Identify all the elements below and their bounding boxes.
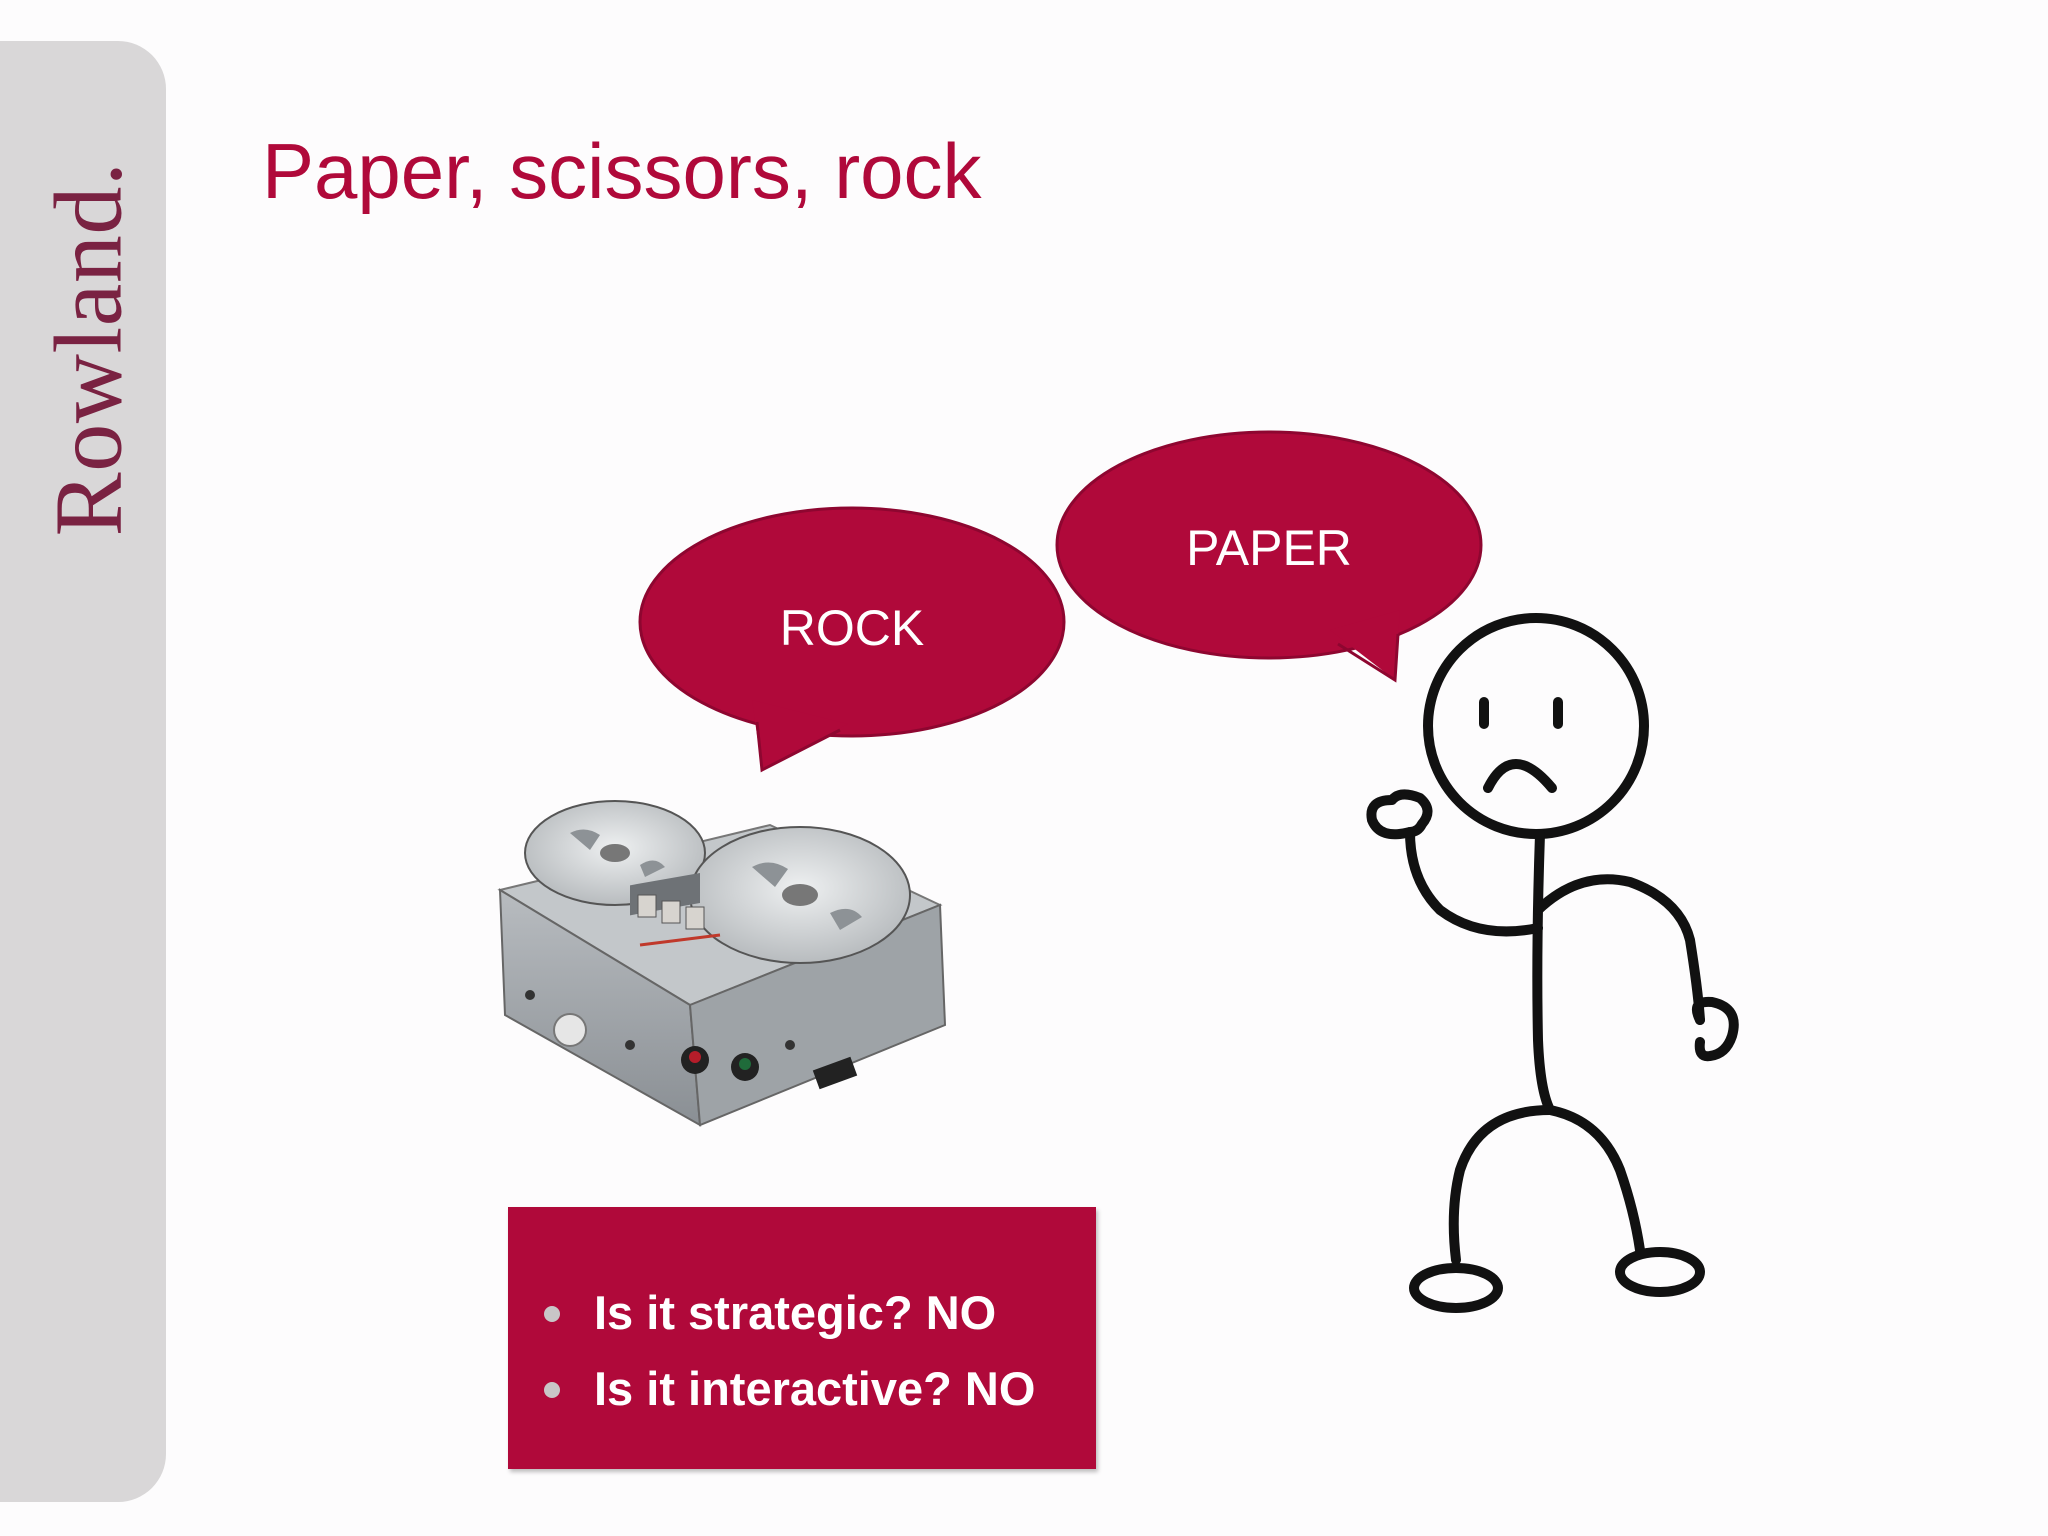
question-text: Is it strategic? NO [594, 1286, 997, 1339]
brand-sidebar: Rowland. [0, 41, 166, 1502]
slide-title: Paper, scissors, rock [262, 127, 982, 215]
paper-speech-bubble [1055, 430, 1483, 683]
question-text: Is it interactive? NO [594, 1362, 1036, 1415]
sad-stick-figure-illustration [1366, 613, 1739, 1313]
paper-bubble-label: PAPER [1186, 520, 1352, 576]
question-list: Is it strategic? NO Is it interactive? N… [534, 1275, 1035, 1427]
question-item-interactive: Is it interactive? NO [534, 1351, 1035, 1427]
bullet-icon [544, 1306, 560, 1322]
tape-recorder-illustration [497, 800, 947, 1127]
bullet-icon [544, 1382, 560, 1398]
question-box: Is it strategic? NO Is it interactive? N… [508, 1207, 1096, 1469]
rock-bubble-label: ROCK [779, 600, 925, 656]
question-item-strategic: Is it strategic? NO [534, 1275, 1035, 1351]
rock-speech-bubble [638, 506, 1066, 773]
